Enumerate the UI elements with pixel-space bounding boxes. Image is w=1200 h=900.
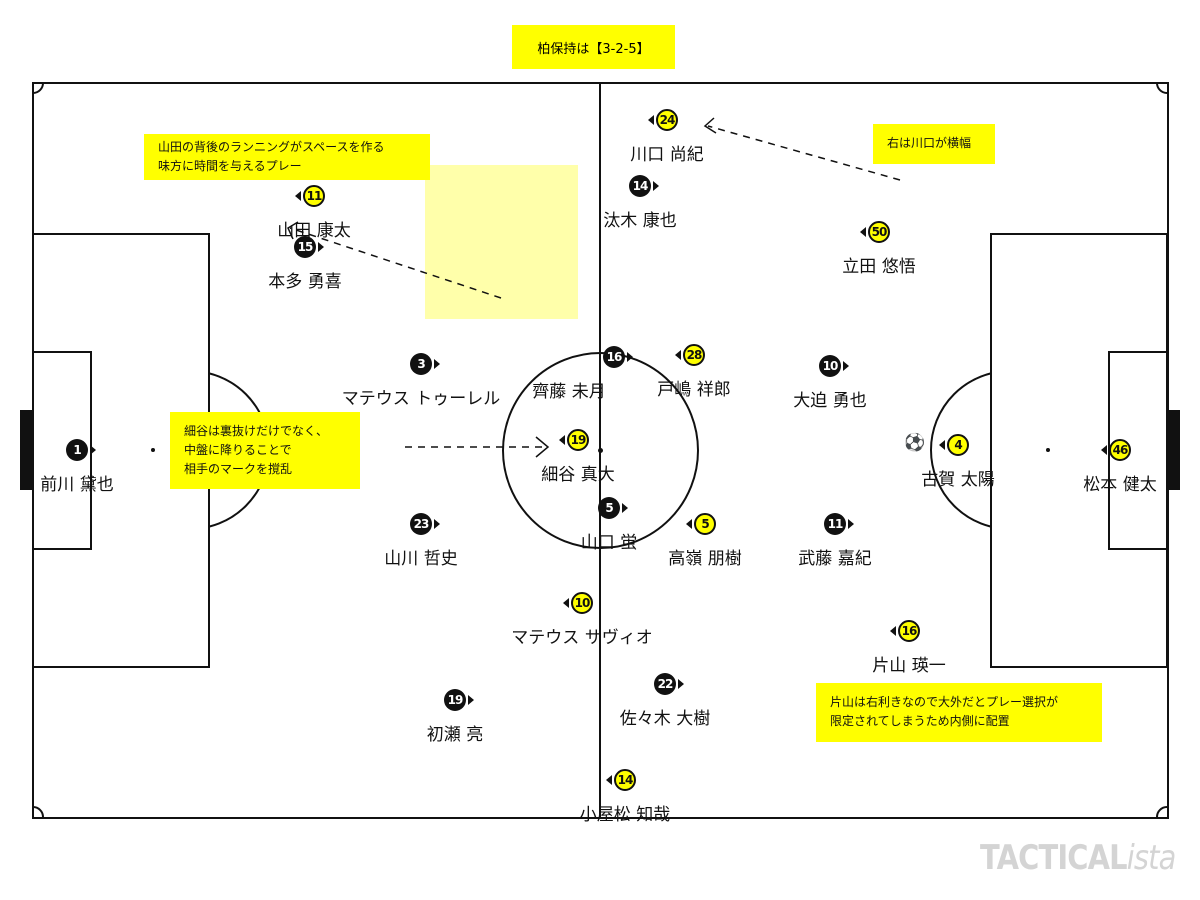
player-name: 松本 健太 (1083, 475, 1157, 495)
note-katayama-position: 片山は右利きなので大外だとプレー選択が 限定されてしまうため内側に配置 (816, 683, 1102, 742)
player-name: 川口 尚紀 (630, 145, 704, 165)
center-spot (598, 448, 603, 453)
arrow-head-honda (287, 221, 299, 240)
player-name: 古賀 太陽 (921, 470, 995, 490)
left-penalty-spot (151, 448, 155, 452)
player-name: 小屋松 知哉 (579, 805, 671, 825)
player-number: 16 (898, 620, 920, 642)
player-number: 22 (654, 673, 676, 695)
direction-icon (686, 519, 692, 529)
player-name: 立田 悠悟 (842, 257, 916, 277)
arrow-head-hosoya (535, 436, 550, 458)
player-number: 14 (614, 769, 636, 791)
player-number: 19 (567, 429, 589, 451)
player-number: 5 (598, 497, 620, 519)
note-line: 限定されてしまうため内側に配置 (830, 714, 1010, 728)
direction-icon (648, 115, 654, 125)
player-number: 16 (603, 346, 625, 368)
direction-icon (559, 435, 565, 445)
player-number: 46 (1109, 439, 1131, 461)
logo-main: TACTICAL (980, 838, 1128, 878)
player-name: 本多 勇喜 (268, 272, 342, 292)
direction-icon (468, 695, 474, 705)
player-number: 1 (66, 439, 88, 461)
note-line: 山田の背後のランニングがスペースを作る (158, 140, 385, 154)
direction-icon (860, 227, 866, 237)
direction-icon (606, 775, 612, 785)
direction-icon (622, 503, 628, 513)
player-number: 19 (444, 689, 466, 711)
direction-icon (295, 191, 301, 201)
note-line: 右は川口が横幅 (887, 136, 972, 150)
center-circle (502, 352, 699, 549)
direction-icon (843, 361, 849, 371)
player-number: 23 (410, 513, 432, 535)
note-line: 味方に時間を与えるプレー (158, 159, 302, 173)
direction-icon (675, 350, 681, 360)
player-name: 片山 瑛一 (872, 656, 946, 676)
formation-title: 柏保持は【3-2-5】 (512, 25, 675, 69)
direction-icon (678, 679, 684, 689)
left-goal (20, 410, 33, 490)
direction-icon (1101, 445, 1107, 455)
player-number: 15 (294, 236, 316, 258)
player-number: 5 (694, 513, 716, 535)
direction-icon (939, 440, 945, 450)
player-number: 11 (824, 513, 846, 535)
arrow-head-kawaguchi (703, 117, 717, 134)
note-yamada-running: 山田の背後のランニングがスペースを作る 味方に時間を与えるプレー (144, 134, 430, 180)
player-name: 細谷 真大 (541, 465, 615, 485)
note-line: 相手のマークを撹乱 (184, 462, 293, 476)
player-name: 武藤 嘉紀 (798, 549, 872, 569)
player-name: 齊藤 未月 (532, 382, 606, 402)
direction-icon (653, 181, 659, 191)
note-line: 細谷は裏抜けだけでなく、 (184, 424, 329, 438)
note-hosoya-movement: 細谷は裏抜けだけでなく、 中盤に降りることで 相手のマークを撹乱 (170, 412, 360, 489)
logo-sub: ista (1126, 838, 1177, 878)
corner-arc-tr (1156, 83, 1167, 94)
direction-icon (90, 445, 96, 455)
corner-arc-br (1156, 806, 1167, 817)
player-number: 24 (656, 109, 678, 131)
ball-icon: ⚽ (904, 433, 926, 453)
player-name: 高嶺 朋樹 (668, 549, 742, 569)
player-number: 3 (410, 353, 432, 375)
note-line: 片山は右利きなので大外だとプレー選択が (830, 695, 1059, 709)
player-number: 4 (947, 434, 969, 456)
player-name: 大迫 勇也 (793, 391, 867, 411)
player-number: 14 (629, 175, 651, 197)
player-name: マテウス トゥーレル (341, 389, 501, 409)
player-number: 50 (868, 221, 890, 243)
direction-icon (627, 352, 633, 362)
player-number: 10 (819, 355, 841, 377)
tacticalista-logo: TACTICALista (980, 838, 1177, 878)
direction-icon (318, 242, 324, 252)
direction-icon (434, 519, 440, 529)
player-name: 山川 哲史 (384, 549, 458, 569)
right-penalty-spot (1046, 448, 1050, 452)
space-highlight (425, 165, 578, 319)
direction-icon (563, 598, 569, 608)
player-name: 山田 康太 (277, 221, 351, 241)
player-name: マテウス サヴィオ (511, 628, 653, 648)
direction-icon (848, 519, 854, 529)
corner-arc-bl (33, 806, 44, 817)
player-number: 11 (303, 185, 325, 207)
direction-icon (434, 359, 440, 369)
player-name: 山口 蛍 (580, 533, 638, 553)
note-line: 中盤に降りることで (184, 443, 292, 457)
player-name: 戸嶋 祥郎 (657, 380, 731, 400)
player-name: 初瀬 亮 (426, 725, 484, 745)
player-name: 前川 黛也 (40, 475, 114, 495)
right-goal (1167, 410, 1180, 490)
player-number: 10 (571, 592, 593, 614)
player-name: 佐々木 大樹 (619, 709, 711, 729)
note-kawaguchi-width: 右は川口が横幅 (873, 124, 995, 164)
player-number: 28 (683, 344, 705, 366)
direction-icon (890, 626, 896, 636)
player-name: 汰木 康也 (603, 211, 677, 231)
arrow-honda-run (289, 227, 502, 299)
